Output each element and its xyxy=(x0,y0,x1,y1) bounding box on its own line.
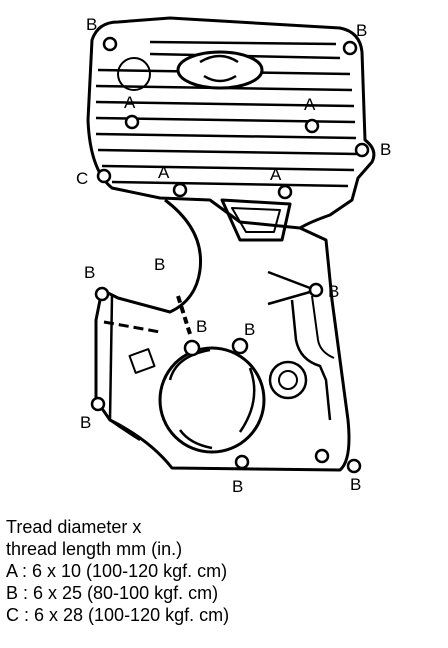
upper-cover xyxy=(86,16,376,242)
timing-belt-cover-diagram: B B A A B C A A B B B B B B B B xyxy=(76,15,391,496)
label-a-lower-right: A xyxy=(270,165,282,184)
label-b-bottom-center: B xyxy=(232,477,243,496)
callout-labels: B B A A B C A A B B B B B B B B xyxy=(76,15,391,496)
label-b-top-left: B xyxy=(86,15,97,34)
label-b-mid-right: B xyxy=(328,282,339,301)
legend-spec-b: B : 6 x 25 (80-100 kgf. cm) xyxy=(6,583,219,603)
label-b-bottom-left: B xyxy=(80,413,91,432)
label-b-pulley-right: B xyxy=(244,320,255,339)
label-b-right: B xyxy=(380,140,391,159)
label-b-pulley-left: B xyxy=(196,317,207,336)
legend-line-1: Tread diameter x xyxy=(6,517,142,537)
label-b-bottom-right: B xyxy=(350,475,361,494)
legend-line-2: thread length mm (in.) xyxy=(6,539,183,559)
label-c-left: C xyxy=(76,169,88,188)
lower-cover xyxy=(94,198,351,472)
label-a-upper-left: A xyxy=(124,93,136,112)
torque-legend: Tread diameter x thread length mm (in.) … xyxy=(6,516,442,626)
bolt-holes xyxy=(90,36,370,474)
label-a-upper-right: A xyxy=(304,95,316,114)
label-a-lower-left: A xyxy=(158,163,170,182)
label-b-top-right: B xyxy=(356,21,367,40)
legend-spec-c: C : 6 x 28 (100-120 kgf. cm) xyxy=(6,605,230,625)
label-b-mid-center: B xyxy=(154,255,165,274)
legend-spec-a: A : 6 x 10 (100-120 kgf. cm) xyxy=(6,561,228,581)
label-b-mid-left: B xyxy=(84,263,95,282)
